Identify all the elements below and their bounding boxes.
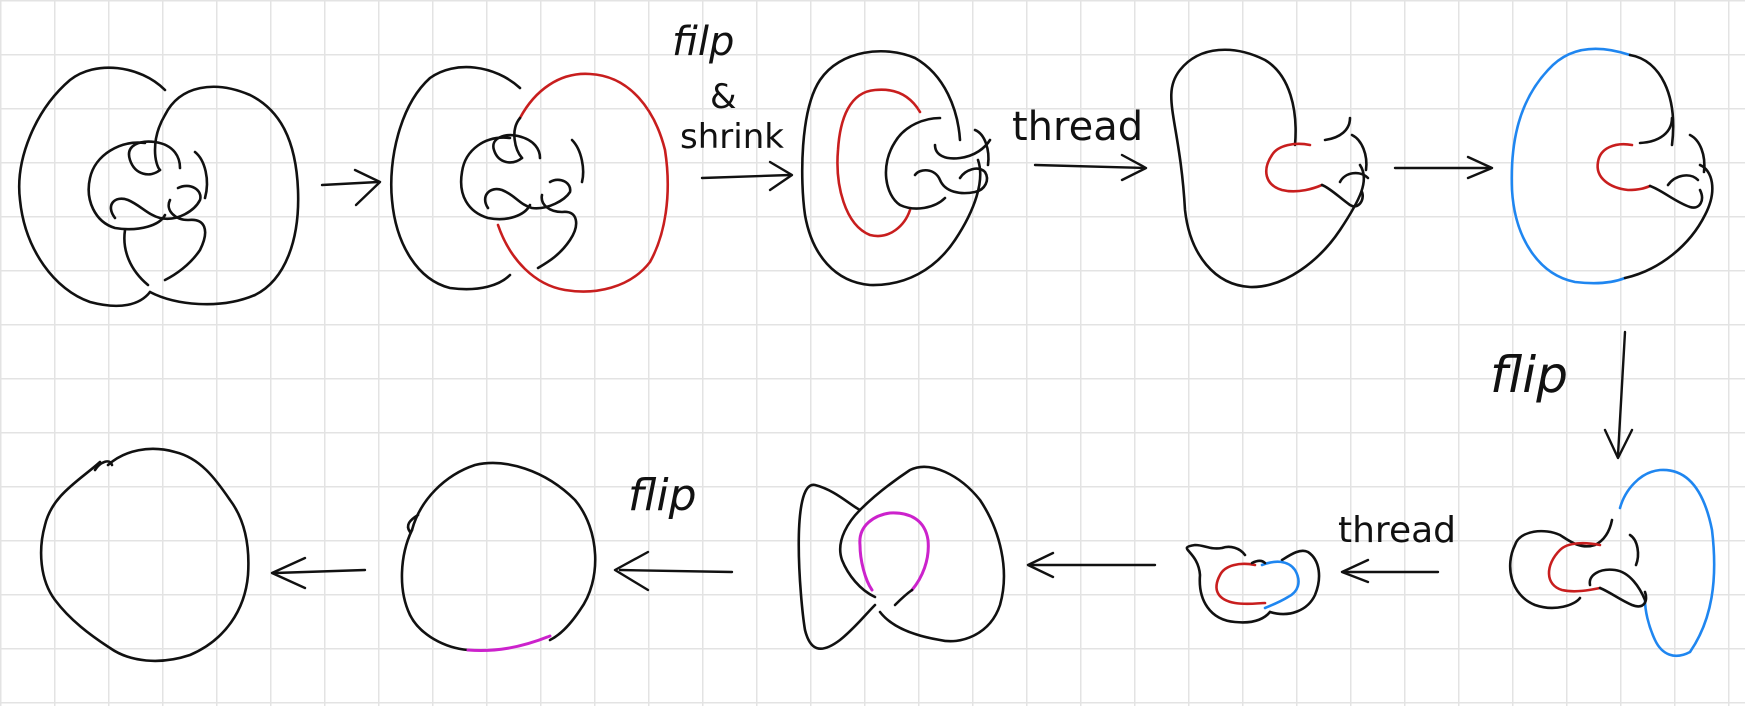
label-thread-2: thread bbox=[1338, 510, 1456, 551]
label-shrink: shrink bbox=[680, 117, 784, 157]
stage-2-red-highlight bbox=[390, 65, 670, 293]
arrow-9-left bbox=[270, 556, 367, 590]
label-flip-bottom: flip bbox=[628, 470, 697, 521]
label-flip-2: flip bbox=[628, 470, 697, 521]
stage-8-magenta-loop bbox=[797, 465, 1006, 650]
label-filp: filp bbox=[672, 19, 734, 65]
arrow-8-left bbox=[613, 550, 734, 592]
label-flip-1: flip bbox=[1490, 346, 1568, 404]
stage-5-blue-highlight bbox=[1510, 47, 1714, 285]
arrow-3-right bbox=[1033, 153, 1148, 182]
label-thread-1: thread bbox=[1012, 104, 1143, 150]
stage-9-magenta-highlight bbox=[400, 461, 597, 652]
arrow-6-left bbox=[1340, 558, 1440, 584]
arrow-7-left bbox=[1026, 551, 1157, 579]
arrow-4-right bbox=[1393, 155, 1494, 180]
stage-7-after-thread bbox=[1185, 543, 1321, 624]
label-flip-right: flip bbox=[1490, 346, 1568, 404]
arrow-5-down bbox=[1603, 330, 1634, 460]
label-thread-bottom: thread bbox=[1338, 510, 1456, 551]
stage-1-initial-knot bbox=[17, 66, 300, 308]
arrow-1-right bbox=[320, 168, 382, 207]
stage-3-after-flip-shrink bbox=[800, 49, 992, 287]
arrow-2-right bbox=[700, 160, 794, 192]
label-filp-shrink: filp & shrink bbox=[672, 19, 784, 157]
stage-10-unknot bbox=[39, 447, 250, 663]
stage-4-after-thread bbox=[1169, 48, 1370, 289]
label-thread-top: thread bbox=[1012, 104, 1143, 150]
label-ampersand: & bbox=[710, 77, 737, 117]
stage-6-after-flip bbox=[1508, 468, 1716, 657]
